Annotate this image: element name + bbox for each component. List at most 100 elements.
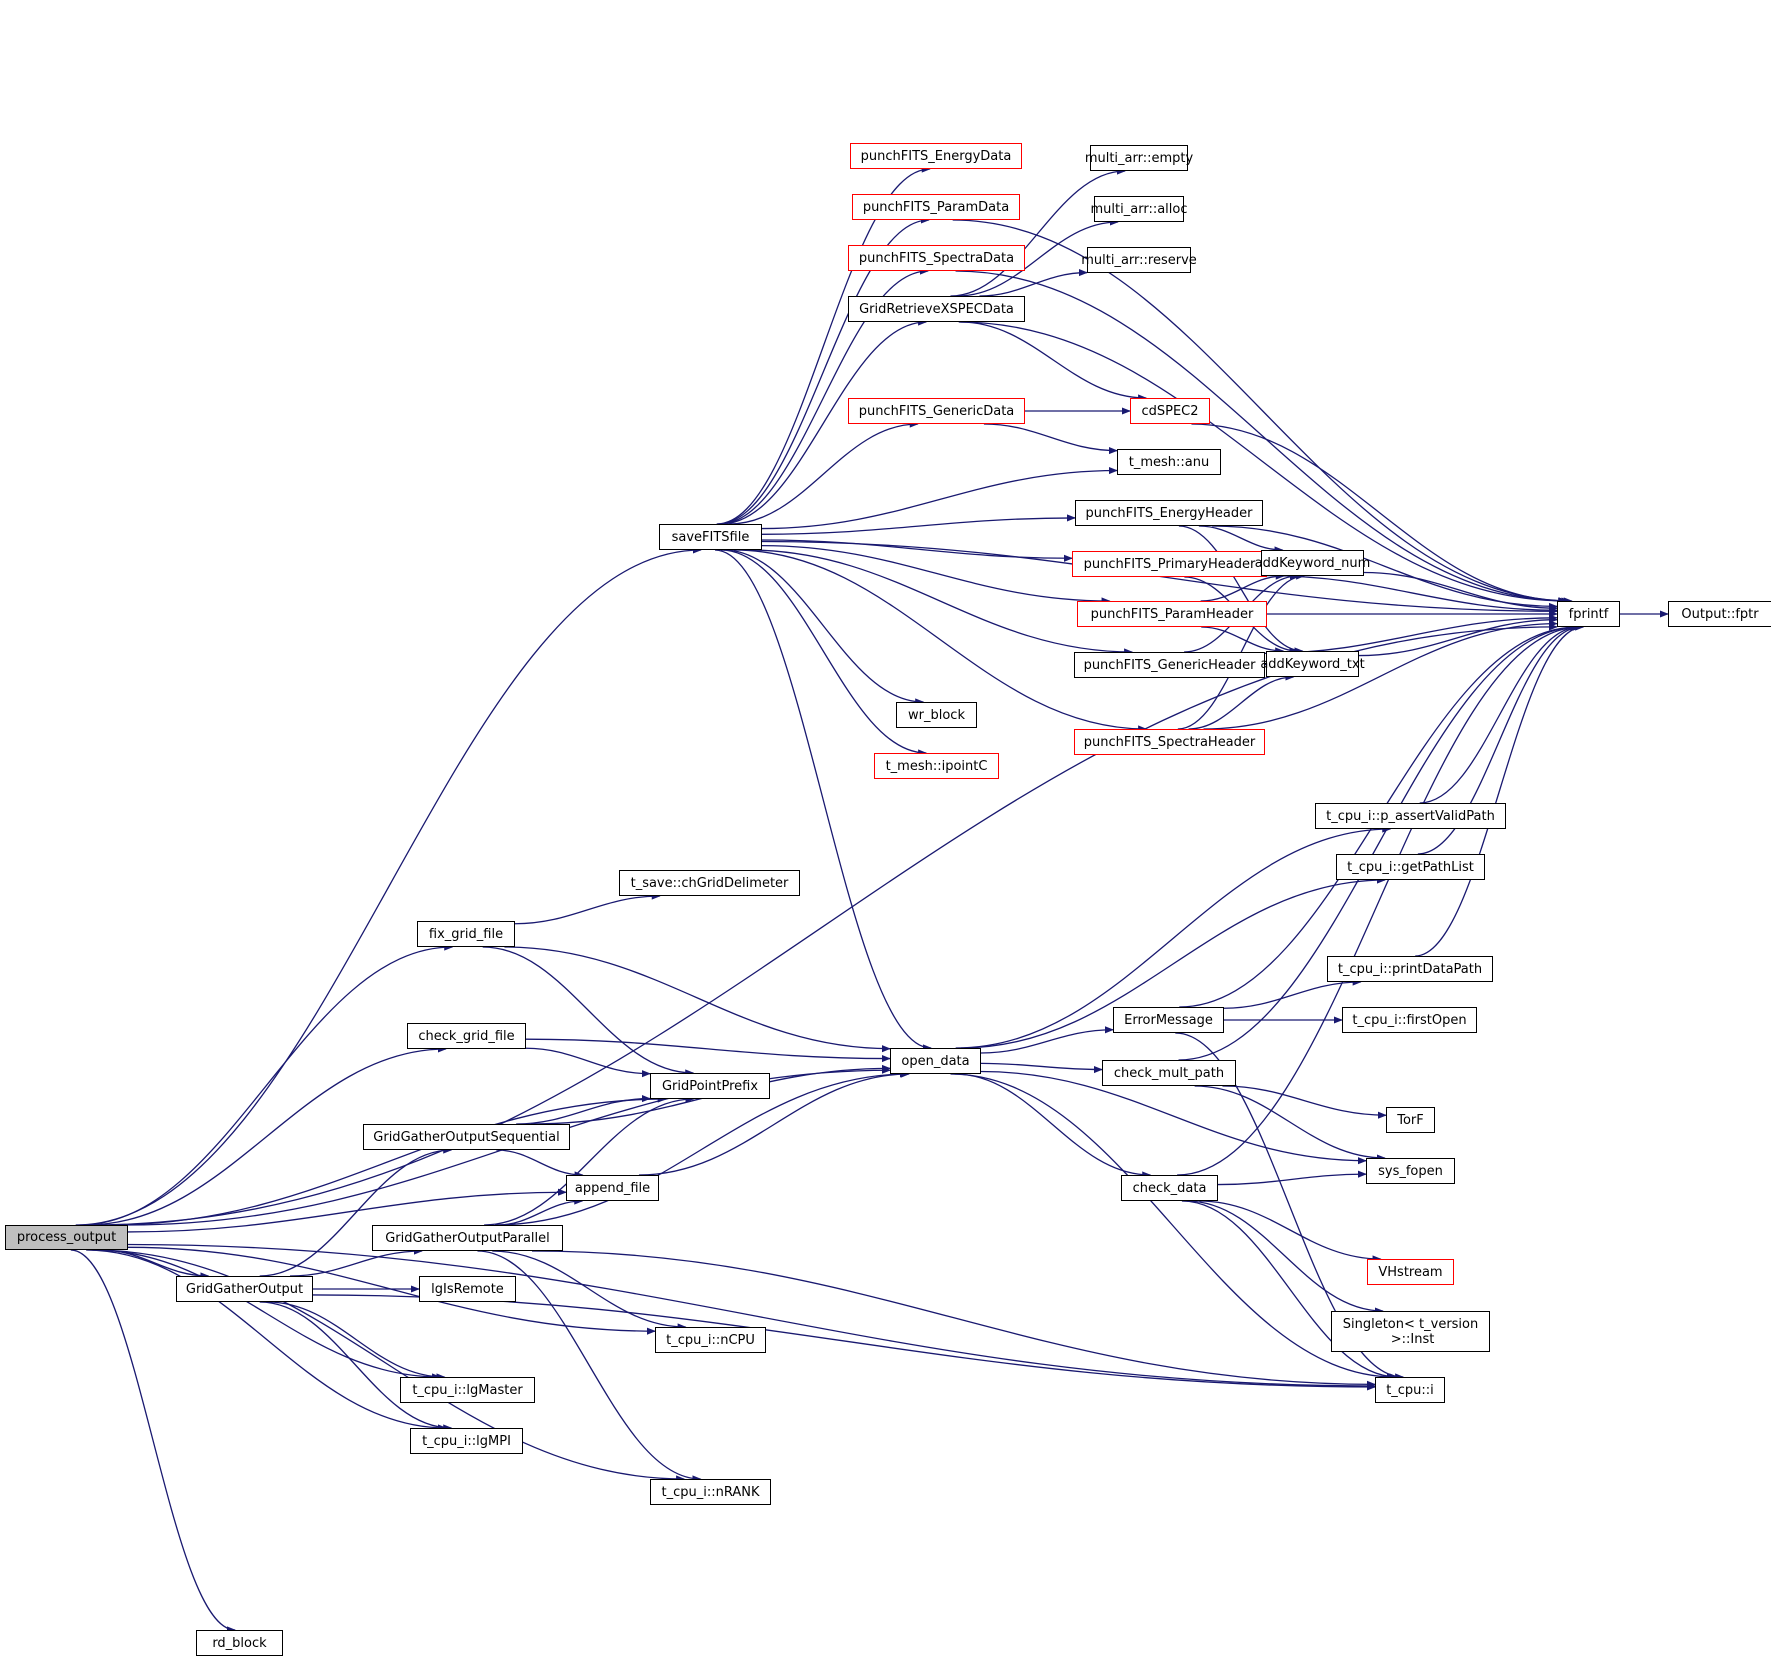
node-open-data[interactable]: open_data: [890, 1048, 981, 1074]
edge-savefitsfile-to-punchfits-energyheader: [761, 514, 1076, 535]
edge-punchfits-energyheader-to-addkeyword-txt: [1178, 525, 1304, 655]
node-errormessage[interactable]: ErrorMessage: [1113, 1007, 1224, 1033]
edge-gridretrievexspecdata-to-multi-arr-empty: [950, 167, 1126, 297]
node-fprintf[interactable]: fprintf: [1557, 601, 1620, 627]
node-t-cpu-i-printdatapath[interactable]: t_cpu_i::printDataPath: [1327, 956, 1493, 982]
edge-gridgatheroutputsequential-to-gridpointprefix: [516, 1094, 651, 1125]
node-punchfits-spectraheader[interactable]: punchFITS_SpectraHeader: [1074, 729, 1265, 755]
node-t-cpu-i-nrank[interactable]: t_cpu_i::nRANK: [650, 1479, 771, 1505]
edge-gridgatheroutputsequential-to-append-file: [496, 1149, 584, 1179]
edge-process-output-to-check-grid-file: [86, 1045, 447, 1226]
edge-punchfits-paramdata-to-fprintf: [952, 219, 1573, 605]
edge-open-data-to-t-cpu-i-getpathlist: [960, 876, 1386, 1049]
edge-savefitsfile-to-t-mesh-ipointc: [720, 549, 928, 757]
node-t-cpu-i-lgmpi[interactable]: t_cpu_i::lgMPI: [410, 1428, 523, 1454]
node-addkeyword-num[interactable]: addKeyword_num: [1255, 550, 1370, 576]
edge-gridgatheroutput-to-t-cpu-i-lgmaster: [267, 1301, 446, 1381]
node-t-mesh-anu[interactable]: t_mesh::anu: [1117, 449, 1221, 475]
node-t-cpu-i-p-assertvalidpath[interactable]: t_cpu_i::p_assertValidPath: [1315, 803, 1506, 829]
edge-punchfits-genericdata-to-t-mesh-anu: [983, 423, 1118, 455]
node-t-cpu-i-ncpu[interactable]: t_cpu_i::nCPU: [655, 1327, 766, 1353]
node-punchfits-energyheader[interactable]: punchFITS_EnergyHeader: [1075, 500, 1263, 526]
node-fix-grid-file[interactable]: fix_grid_file: [417, 921, 515, 947]
edge-gridgatheroutput-to-t-cpu-i-lgmpi: [259, 1301, 453, 1432]
node-addkeyword-txt[interactable]: addKeyword_txt: [1260, 651, 1365, 677]
node-punchfits-genericdata[interactable]: punchFITS_GenericData: [848, 398, 1025, 424]
edge-punchfits-spectraheader-to-addkeyword-txt: [1188, 673, 1295, 730]
node-t-mesh-ipointc[interactable]: t_mesh::ipointC: [874, 753, 999, 779]
edge-process-output-to-t-cpu-i-lgmpi: [86, 1249, 447, 1432]
node-rd-block[interactable]: rd_block: [196, 1630, 283, 1656]
node-punchfits-energydata[interactable]: punchFITS_EnergyData: [850, 143, 1022, 169]
edge-open-data-to-check-data: [954, 1073, 1152, 1179]
node-punchfits-paramdata[interactable]: punchFITS_ParamData: [852, 194, 1020, 220]
edge-errormessage-to-t-cpu-i-printdatapath: [1223, 978, 1362, 1009]
edge-punchfits-spectradata-to-fprintf: [955, 270, 1571, 605]
edge-savefitsfile-to-open-data: [714, 549, 932, 1052]
edge-gridretrievexspecdata-to-multi-arr-alloc: [957, 218, 1119, 297]
node-gridgatheroutputsequential[interactable]: GridGatherOutputSequential: [363, 1124, 570, 1150]
node-punchfits-genericheader[interactable]: punchFITS_GenericHeader: [1074, 652, 1265, 678]
edge-fix-grid-file-to-gridpointprefix: [482, 946, 695, 1077]
edge-process-output-to-t-cpu-i-lgmaster: [92, 1249, 442, 1381]
edge-savefitsfile-to-t-mesh-anu: [761, 466, 1118, 530]
edge-savefitsfile-to-punchfits-primaryheader: [761, 539, 1073, 562]
edge-gridgatheroutputparallel-to-t-cpu-i: [531, 1250, 1376, 1388]
edge-punchfits-spectraheader-to-fprintf: [1203, 620, 1558, 730]
edge-savefitsfile-to-punchfits-energydata: [716, 165, 931, 525]
node-gridretrievexspecdata[interactable]: GridRetrieveXSPECData: [848, 296, 1025, 322]
node-check-mult-path[interactable]: check_mult_path: [1102, 1060, 1236, 1086]
node-multi-arr-reserve[interactable]: multi_arr::reserve: [1081, 247, 1197, 273]
node-savefitsfile[interactable]: saveFITSfile: [659, 524, 762, 550]
edge-t-cpu-i-getpathlist-to-fprintf: [1417, 623, 1583, 855]
edge-check-mult-path-to-sys-fopen: [1194, 1085, 1386, 1162]
node-cdspec2[interactable]: cdSPEC2: [1130, 398, 1210, 424]
node-check-grid-file[interactable]: check_grid_file: [407, 1023, 526, 1049]
edge-process-output-to-t-cpu-i-nrank: [91, 1249, 686, 1483]
edge-gridgatheroutputparallel-to-t-cpu-i-ncpu: [492, 1250, 687, 1331]
node-multi-arr-empty[interactable]: multi_arr::empty: [1085, 145, 1193, 171]
node-process-output[interactable]: process_output: [5, 1225, 128, 1250]
edge-check-data-to-vhstream: [1199, 1200, 1382, 1263]
node-output-fptr[interactable]: Output::fptr: [1668, 601, 1771, 627]
node-sys-fopen[interactable]: sys_fopen: [1366, 1158, 1455, 1184]
edge-t-cpu-i-p-assertvalidpath-to-fprintf: [1419, 623, 1581, 804]
node-multi-arr-alloc[interactable]: multi_arr::alloc: [1091, 196, 1188, 222]
edge-savefitsfile-to-punchfits-paramheader: [761, 544, 1111, 605]
edge-savefitsfile-to-punchfits-genericdata: [729, 420, 919, 525]
node-vhstream[interactable]: VHstream: [1367, 1259, 1454, 1285]
edge-open-data-to-sys-fopen: [980, 1070, 1367, 1165]
edge-gridgatheroutput-to-t-cpu-i: [312, 1294, 1376, 1391]
node-punchfits-primaryheader[interactable]: punchFITS_PrimaryHeader: [1072, 551, 1267, 577]
node-gridpointprefix[interactable]: GridPointPrefix: [650, 1073, 770, 1099]
node-t-cpu-i[interactable]: t_cpu::i: [1375, 1377, 1445, 1403]
edge-savefitsfile-to-punchfits-genericheader: [747, 549, 1134, 656]
node-t-cpu-i-getpathlist[interactable]: t_cpu_i::getPathList: [1336, 854, 1485, 880]
node-lgisremote[interactable]: lgIsRemote: [419, 1276, 516, 1302]
edge-check-data-to-t-cpu-i: [1181, 1200, 1399, 1381]
edge-gridgatheroutputparallel-to-gridpointprefix: [484, 1095, 695, 1226]
node-singleton-t-version-inst[interactable]: Singleton< t_version >::Inst: [1331, 1311, 1490, 1352]
edge-gridretrievexspecdata-to-cdspec2: [960, 321, 1148, 402]
edge-process-output-to-savefitsfile: [75, 546, 702, 1226]
node-append-file[interactable]: append_file: [566, 1175, 659, 1201]
node-gridgatheroutputparallel[interactable]: GridGatherOutputParallel: [372, 1225, 563, 1251]
node-punchfits-paramheader[interactable]: punchFITS_ParamHeader: [1077, 601, 1267, 627]
node-punchfits-spectradata[interactable]: punchFITS_SpectraData: [848, 245, 1025, 271]
node-t-cpu-i-lgmaster[interactable]: t_cpu_i::lgMaster: [400, 1377, 535, 1403]
edge-fix-grid-file-to-open-data: [504, 946, 891, 1053]
node-t-cpu-i-firstopen[interactable]: t_cpu_i::firstOpen: [1342, 1007, 1477, 1033]
edge-savefitsfile-to-punchfits-spectradata: [718, 267, 929, 525]
node-torf[interactable]: TorF: [1386, 1107, 1435, 1133]
node-gridgatheroutput[interactable]: GridGatherOutput: [176, 1276, 313, 1302]
node-check-data[interactable]: check_data: [1121, 1175, 1218, 1201]
node-t-save-chgriddelimeter[interactable]: t_save::chGridDelimeter: [619, 870, 800, 896]
edge-addkeyword-txt-to-fprintf: [1358, 616, 1558, 657]
edge-addkeyword-num-to-fprintf: [1363, 571, 1558, 612]
edge-punchfits-paramheader-to-addkeyword-txt: [1201, 626, 1285, 655]
edge-check-grid-file-to-open-data: [525, 1038, 891, 1063]
edge-gridgatheroutput-to-gridgatheroutputparallel: [289, 1247, 423, 1277]
node-wr-block[interactable]: wr_block: [896, 702, 977, 728]
edge-cdspec2-to-fprintf: [1191, 423, 1568, 605]
